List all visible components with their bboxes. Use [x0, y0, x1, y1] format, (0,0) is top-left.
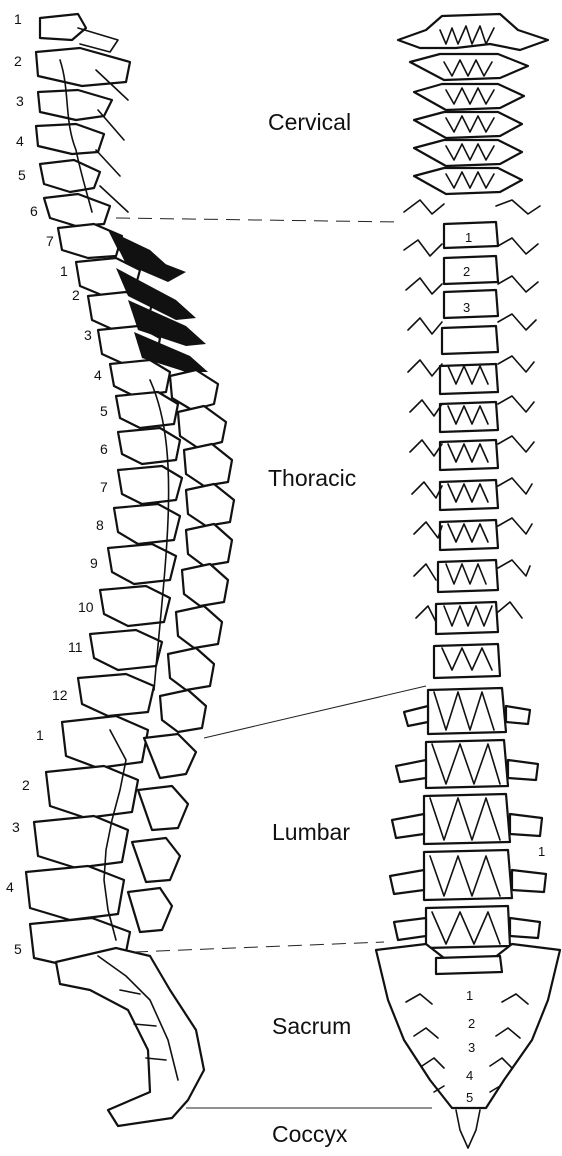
- lateral-t8-number: 8: [96, 517, 104, 533]
- anterior-s1-number: 1: [466, 988, 473, 1003]
- anterior-l1-number: 1: [538, 844, 545, 859]
- anterior-s3-number: 3: [468, 1040, 475, 1055]
- lateral-thoracic-vertebrae: [76, 258, 234, 732]
- lateral-c4-number: 4: [16, 133, 24, 149]
- lateral-l4-number: 4: [6, 879, 14, 895]
- lateral-t10-number: 10: [78, 599, 94, 615]
- anterior-lumbar-numbers: 1: [538, 844, 545, 859]
- anterior-spine-view: 1 2 3 1 1 2 3 4 5: [376, 14, 560, 1148]
- lateral-sacrum-coccyx: [56, 948, 204, 1126]
- lateral-t5-number: 5: [100, 403, 108, 419]
- lateral-c7-number: 7: [46, 233, 54, 249]
- lateral-spine-view: 1 2 3 4 5 6 7 1 2 3 4 5 6 7 8 9 10 11 12…: [6, 11, 234, 1126]
- lateral-t9-number: 9: [90, 555, 98, 571]
- lateral-c1-number: 1: [14, 11, 22, 27]
- lateral-t7-number: 7: [100, 479, 108, 495]
- lateral-t3-number: 3: [84, 327, 92, 343]
- lateral-t6-number: 6: [100, 441, 108, 457]
- lumbar-sacrum-boundary: [134, 942, 384, 952]
- anterior-t1-number: 1: [465, 230, 472, 245]
- region-labels: Cervical Thoracic Lumbar Sacrum Coccyx: [268, 109, 356, 1147]
- lateral-cervical-vertebrae: [36, 14, 186, 282]
- lateral-t12-number: 12: [52, 687, 68, 703]
- anterior-cervical-vertebrae: [398, 14, 548, 194]
- lateral-t11-number: 11: [68, 639, 83, 655]
- lateral-c6-number: 6: [30, 203, 38, 219]
- lateral-lumbar-vertebrae: [26, 716, 196, 968]
- lateral-l2-number: 2: [22, 777, 30, 793]
- coccyx-label: Coccyx: [272, 1121, 348, 1147]
- thoracic-lumbar-boundary: [204, 686, 426, 738]
- thoracic-label: Thoracic: [268, 465, 356, 491]
- lateral-c5-number: 5: [18, 167, 26, 183]
- lateral-l5-number: 5: [14, 941, 22, 957]
- lateral-t1-number: 1: [60, 263, 68, 279]
- anterior-s2-number: 2: [468, 1016, 475, 1031]
- anterior-s5-number: 5: [466, 1090, 473, 1105]
- sacrum-label: Sacrum: [272, 1013, 351, 1039]
- lateral-c2-number: 2: [14, 53, 22, 69]
- lumbar-label: Lumbar: [272, 819, 350, 845]
- anterior-t2-number: 2: [463, 264, 470, 279]
- lateral-l1-number: 1: [36, 727, 44, 743]
- anterior-s4-number: 4: [466, 1068, 473, 1083]
- cervical-label: Cervical: [268, 109, 351, 135]
- lateral-c3-number: 3: [16, 93, 24, 109]
- anterior-lumbar-vertebrae: [390, 688, 546, 948]
- anterior-thoracic-vertebrae: [404, 200, 540, 678]
- lateral-l3-number: 3: [12, 819, 20, 835]
- lateral-t4-number: 4: [94, 367, 102, 383]
- anterior-t3-number: 3: [463, 300, 470, 315]
- cervical-thoracic-boundary: [116, 218, 400, 222]
- lateral-t2-number: 2: [72, 287, 80, 303]
